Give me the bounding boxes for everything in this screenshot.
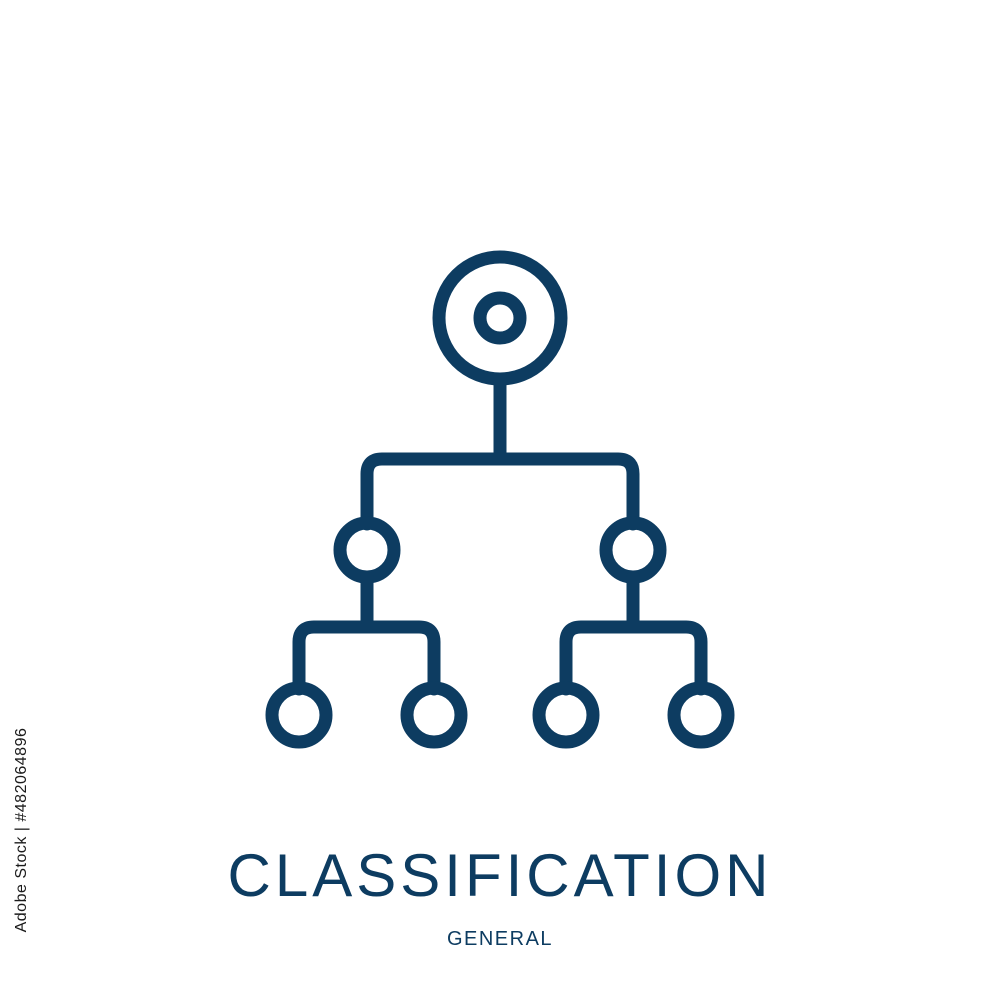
leaf-node-1 bbox=[265, 681, 333, 749]
leaf-node-2 bbox=[400, 681, 468, 749]
leaf-node-4 bbox=[667, 681, 735, 749]
level1-connector bbox=[360, 452, 640, 531]
level2-connector-left bbox=[292, 620, 441, 696]
icon-title: CLASSIFICATION bbox=[227, 842, 773, 909]
root-node-outer bbox=[432, 250, 568, 386]
leaf-node-3 bbox=[532, 681, 600, 749]
level2-connector-right bbox=[559, 620, 708, 696]
level1-node-right bbox=[599, 516, 667, 584]
level1-node-left bbox=[333, 516, 401, 584]
stock-id-label: Adobe Stock | #482064896 bbox=[7, 728, 37, 933]
icon-category: GENERAL bbox=[446, 928, 554, 950]
root-node-inner bbox=[473, 291, 527, 345]
stock-id-text: Adobe Stock | #482064896 bbox=[13, 727, 30, 933]
